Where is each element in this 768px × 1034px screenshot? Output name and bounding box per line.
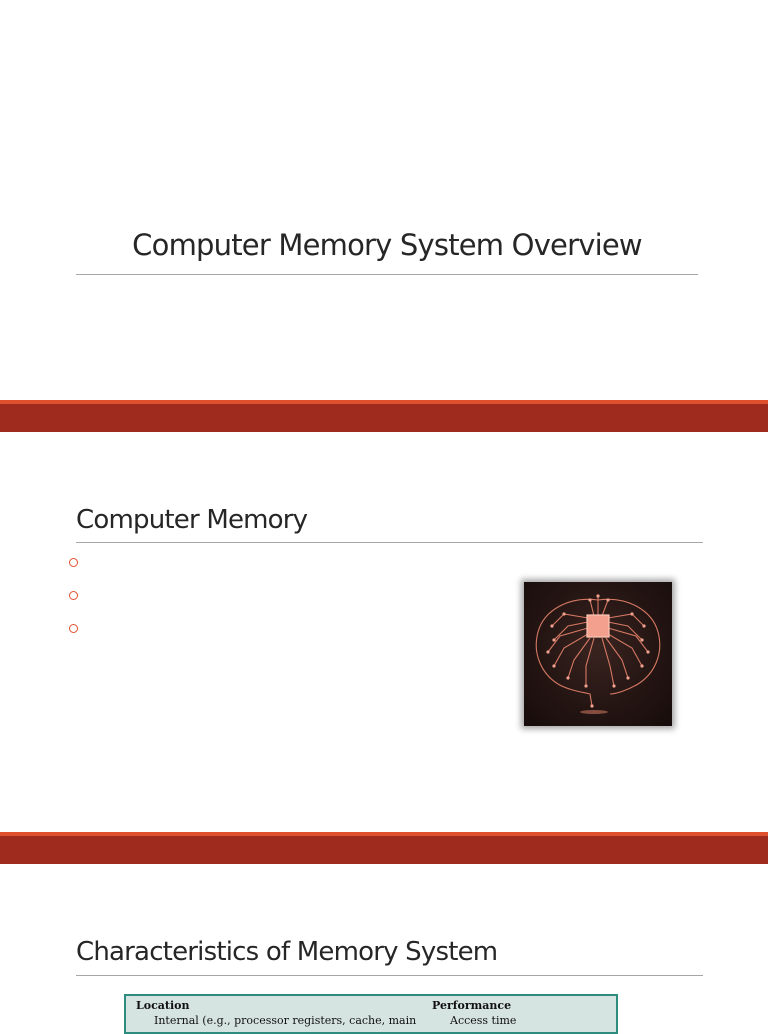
title-underline: [76, 274, 698, 275]
slide-divider-band: [0, 404, 768, 432]
bullet-icon: [69, 624, 78, 633]
table-header-location: Location: [136, 999, 190, 1012]
section-underline: [76, 975, 703, 976]
characteristics-table: Location Internal (e.g., processor regis…: [124, 994, 618, 1034]
table-cell: Access time: [450, 1014, 517, 1027]
circuit-brain-image: [524, 582, 672, 726]
section-underline: [76, 542, 703, 543]
slide-divider-accent: [0, 400, 768, 404]
slide-divider-accent: [0, 832, 768, 836]
table-cell: Internal (e.g., processor registers, cac…: [154, 1014, 417, 1027]
circuit-brain-icon: [535, 594, 661, 714]
slide-title: Computer Memory System Overview: [132, 228, 642, 262]
section-title-computer-memory: Computer Memory: [76, 505, 308, 535]
slide-divider-band: [0, 836, 768, 864]
table-header-performance: Performance: [432, 999, 512, 1012]
bullet-icon: [69, 558, 78, 567]
bullet-icon: [69, 591, 78, 600]
section-title-characteristics: Characteristics of Memory System: [76, 937, 498, 967]
